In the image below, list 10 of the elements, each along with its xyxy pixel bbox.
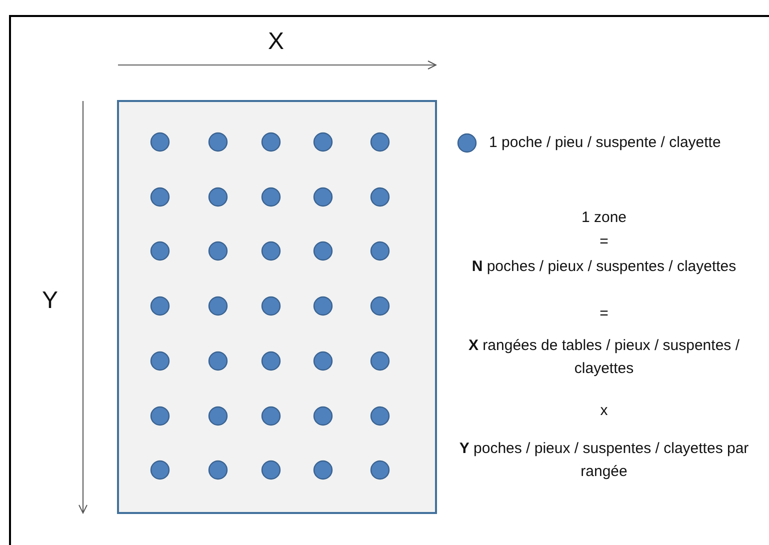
legend-text: 1 poche / pieu / suspente / clayette <box>489 133 721 153</box>
label-text: = <box>598 304 610 324</box>
label-text: N poches / pieux / suspentes / clayettes <box>470 257 738 277</box>
label-text: X <box>266 30 285 53</box>
label-text: X rangées de tables / pieux / suspentes / clayettes <box>467 336 740 379</box>
label-text: = <box>598 232 610 252</box>
label-text: x <box>599 401 609 421</box>
label-text: Y poches / pieux / suspentes / clayettes par rangée <box>458 439 750 482</box>
label-text: Y <box>40 289 59 312</box>
label-text: 1 zone <box>580 208 628 228</box>
